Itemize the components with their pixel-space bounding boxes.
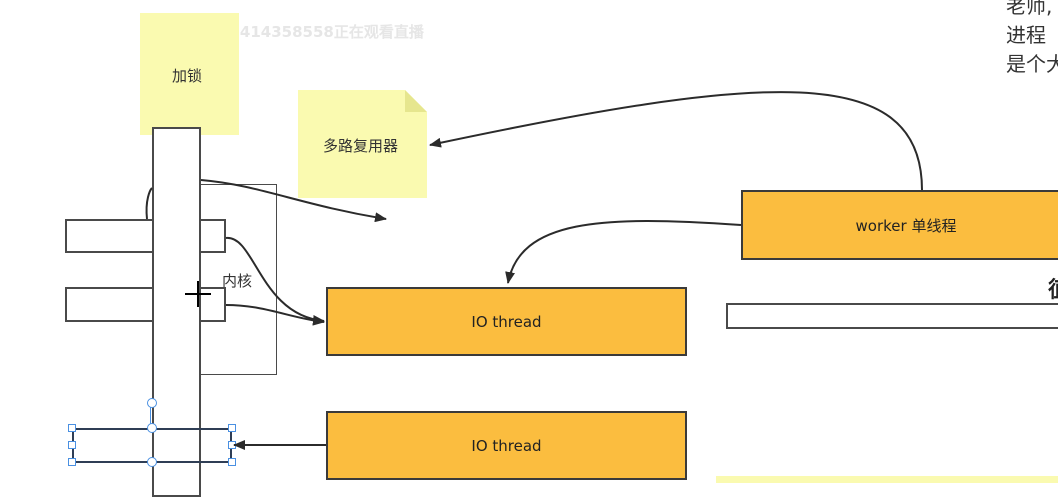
arrow-worker-to-io	[505, 219, 742, 284]
kernel-label: 内核	[222, 272, 253, 290]
bottom-strip	[716, 476, 1058, 483]
side-text-line: 是个大	[1006, 52, 1058, 76]
side-text: 老师, 进程 是个大	[1006, 0, 1058, 79]
arrow-socket2-to-io	[225, 304, 325, 326]
side-text-line: 老师,	[1006, 0, 1053, 18]
worker-box[interactable]: worker 单线程	[741, 190, 1058, 260]
resize-handle[interactable]	[147, 423, 157, 433]
connectors	[145, 91, 923, 450]
io-thread-box-2[interactable]: IO thread	[326, 411, 687, 480]
arrow-socket1-to-io	[225, 236, 325, 325]
io-thread-label: IO thread	[471, 436, 542, 455]
cut-char: 徝	[1048, 272, 1058, 304]
resize-handle[interactable]	[147, 457, 157, 467]
arrow-worker-to-multiplexer	[429, 91, 923, 191]
resize-handle[interactable]	[68, 441, 76, 449]
vertical-bar[interactable]	[152, 127, 201, 497]
curve-left	[145, 187, 153, 220]
arrow-bar-to-kernel	[200, 179, 387, 223]
io-thread-box-1[interactable]: IO thread	[326, 287, 687, 356]
sticky-note-lock[interactable]: 加锁	[140, 13, 239, 135]
resize-handle[interactable]	[68, 458, 76, 466]
right-bar[interactable]	[726, 303, 1058, 329]
sticky-note-multiplexer[interactable]	[298, 90, 428, 198]
rotate-handle[interactable]	[147, 398, 157, 408]
note-label: 加锁	[172, 67, 203, 85]
resize-handle[interactable]	[228, 424, 236, 432]
rotate-handle-line	[150, 403, 151, 428]
io-thread-label: IO thread	[471, 312, 542, 331]
worker-label: worker 单线程	[855, 216, 957, 235]
crosshair-icon	[185, 281, 211, 307]
note-label: 多路复用器	[323, 137, 399, 155]
resize-handle[interactable]	[228, 458, 236, 466]
side-text-line: 进程	[1006, 23, 1046, 47]
resize-handle[interactable]	[68, 424, 76, 432]
